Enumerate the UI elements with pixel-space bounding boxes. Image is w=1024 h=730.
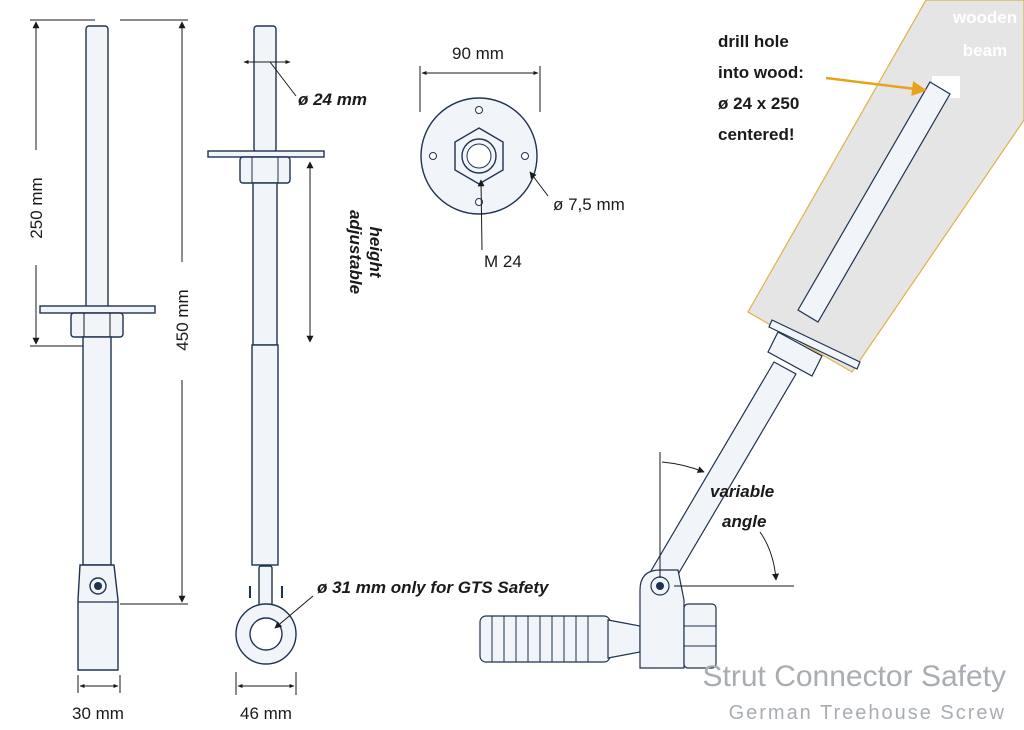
beam-label-2: beam [963, 41, 1007, 60]
dimension-450-label: 450 mm [173, 289, 192, 350]
thread-m24-label: M 24 [484, 252, 522, 271]
adjustable-label-2: height [366, 227, 385, 279]
variable-angle-label-1: variable [710, 482, 774, 501]
dimension-dia24-label: ø 24 mm [298, 90, 367, 109]
title-sub: German Treehouse Screw [729, 702, 1006, 724]
drill-note-4: centered! [718, 125, 795, 144]
drill-arrow [825, 76, 927, 96]
variable-angle-label-2: angle [722, 512, 766, 531]
front-view: 250 mm 450 mm 30 mm [27, 19, 192, 723]
adjustable-label-1: adjustable [346, 210, 365, 294]
drill-note-3: ø 24 x 250 [718, 94, 799, 113]
drill-note-2: into wood: [718, 63, 804, 82]
dimension-dia75-label: ø 7,5 mm [553, 195, 625, 214]
dimension-dia31-label: ø 31 mm only for GTS Safety [317, 578, 550, 597]
beam-label-1: wooden [952, 8, 1017, 27]
dimension-90-label: 90 mm [452, 44, 504, 63]
dimension-30-label: 30 mm [72, 704, 124, 723]
top-view: 90 mm ø 7,5 mm M 24 [419, 44, 625, 271]
title-main: Strut Connector Safety [703, 660, 1007, 693]
dimension-46-label: 46 mm [240, 704, 292, 723]
drill-note-1: drill hole [718, 32, 789, 51]
installed-view: wooden beam vari [479, 0, 1024, 669]
dimension-250-label: 250 mm [27, 177, 46, 238]
side-view: ø 24 mm adjustable height ø 31 mm only f… [207, 25, 550, 723]
